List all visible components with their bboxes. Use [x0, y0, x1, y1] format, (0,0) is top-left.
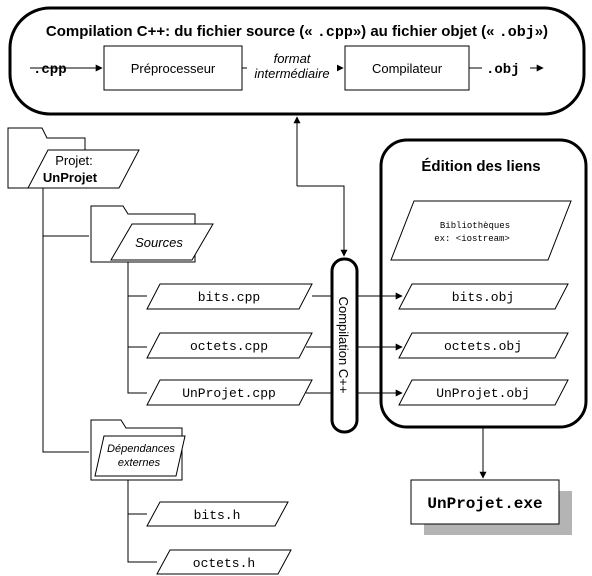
- object-file-bits-obj: bits.obj: [398, 283, 569, 310]
- arrow-to-compilation-capsule: [297, 185, 348, 257]
- object-file-octets-obj: octets.obj: [398, 332, 569, 359]
- header-file-octets-h: octets.h: [156, 549, 292, 575]
- header-file-label: octets.h: [193, 556, 255, 571]
- header-file-bits-h: bits.h: [146, 501, 289, 527]
- project-label: Projet:: [55, 153, 93, 168]
- sources-label: Sources: [135, 235, 183, 250]
- tree-line-bits-h: [127, 480, 147, 515]
- tree-line-octets-cpp: [127, 296, 147, 348]
- compiler-label: Compilateur: [372, 61, 443, 76]
- tree-line-octets-h: [127, 514, 157, 563]
- intermediate-format-line1: format: [274, 51, 312, 66]
- libraries-box: Bibliothèques ex: <iostream>: [390, 200, 572, 261]
- dependencies-label-line2: externes: [118, 457, 161, 469]
- source-file-label: octets.cpp: [190, 339, 268, 354]
- tree-line-unprojet-cpp: [127, 347, 147, 394]
- tree-line-deps: [42, 236, 89, 453]
- connectors: [293, 116, 487, 479]
- executable-label: UnProjet.exe: [427, 495, 542, 513]
- source-file-unprojet-cpp: UnProjet.cpp: [146, 379, 313, 406]
- intermediate-format-line2: intermédiaire: [254, 66, 329, 81]
- source-file-label: UnProjet.cpp: [182, 386, 276, 401]
- source-file-label: bits.cpp: [198, 290, 260, 305]
- input-cpp-label: .cpp: [33, 62, 67, 78]
- compilation-capsule-label: Compilation C++: [336, 297, 351, 394]
- compiler-box: [344, 45, 470, 91]
- compilation-title: Compilation C++: du fichier source (« .c…: [46, 23, 548, 41]
- preprocessor-box: [103, 45, 243, 91]
- executable-box: UnProjet.exe: [410, 479, 572, 535]
- sources-folder-icon: Sources: [90, 205, 214, 263]
- source-file-bits-cpp: bits.cpp: [146, 283, 313, 310]
- libraries-example: ex: <iostream>: [434, 234, 510, 244]
- source-file-octets-cpp: octets.cpp: [146, 332, 313, 359]
- tree-line-sources: [42, 188, 89, 237]
- preprocessor-label: Préprocesseur: [131, 61, 216, 76]
- object-file-label: octets.obj: [444, 339, 522, 354]
- dependencies-folder-icon: Dépendances externes: [90, 419, 186, 481]
- header-file-label: bits.h: [194, 508, 241, 523]
- tree-line-bits-cpp: [127, 262, 147, 297]
- link-editing-box: Édition des liens Bibliothèques ex: <ios…: [379, 138, 588, 429]
- dependencies-label-line1: Dépendances: [107, 443, 175, 455]
- compilation-process-box: Compilation C++: du fichier source (« .c…: [8, 6, 586, 116]
- libraries-label: Bibliothèques: [440, 221, 510, 231]
- link-editing-title: Édition des liens: [421, 158, 540, 175]
- object-file-label: bits.obj: [452, 290, 514, 305]
- object-file-unprojet-obj: UnProjet.obj: [398, 379, 569, 406]
- output-obj-bg: [482, 58, 530, 78]
- project-tree: Projet: UnProjet Sources bits.cpp octets…: [7, 127, 313, 575]
- output-obj-label: .obj: [486, 62, 520, 78]
- project-name: UnProjet: [43, 170, 98, 185]
- project-folder-icon: Projet: UnProjet: [7, 127, 140, 189]
- compilation-capsule: Compilation C++: [330, 257, 359, 434]
- intermediate-label-bg: [247, 50, 337, 86]
- object-file-label: UnProjet.obj: [436, 386, 530, 401]
